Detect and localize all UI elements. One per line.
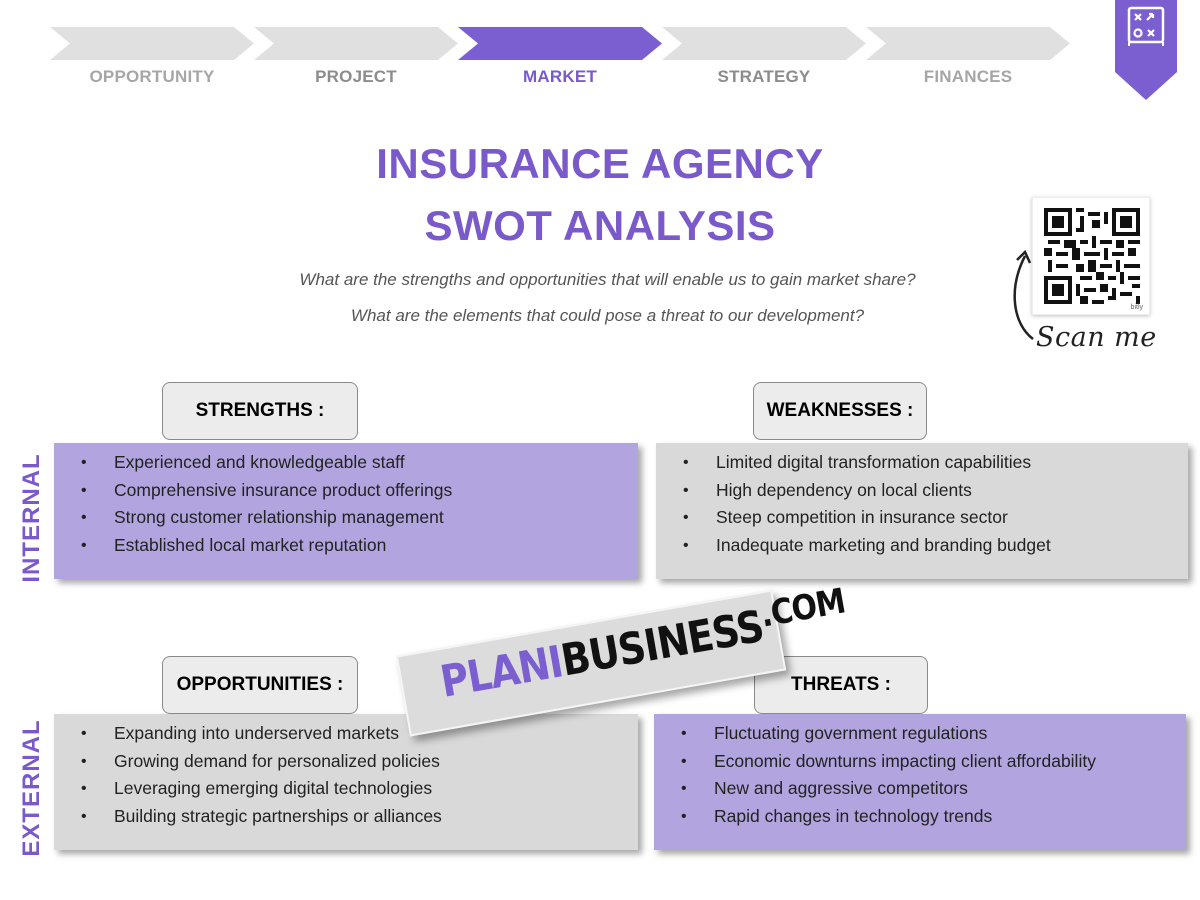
logo-part-business: BUSINESS: [557, 600, 768, 686]
qr-code[interactable]: bitly: [1032, 197, 1150, 315]
scan-me-label: Scan me: [1036, 322, 1157, 353]
step-chevron: [662, 27, 866, 60]
plan-board-icon: [1127, 6, 1165, 46]
list-item: Inadequate marketing and branding budget: [656, 532, 1188, 560]
external-label: EXTERNAL: [18, 719, 45, 857]
weaknesses-header: WEAKNESSES :: [753, 382, 927, 440]
page-title-line2: SWOT ANALYSIS: [424, 202, 776, 249]
list-item: Growing demand for personalized policies: [54, 748, 638, 776]
step-navigation: OPPORTUNITY PROJECT MARKET STRATEGY FINA…: [50, 27, 1070, 97]
logo-part-com: .COM: [757, 581, 848, 636]
threats-box: Fluctuating government regulations Econo…: [654, 714, 1186, 850]
logo-part-plani: PLANI: [436, 636, 567, 708]
qr-tag: bitly: [1130, 304, 1143, 311]
step-label: FINANCES: [923, 67, 1013, 86]
threats-list: Fluctuating government regulations Econo…: [654, 720, 1186, 830]
curved-arrow-icon: [1013, 249, 1034, 340]
step-project[interactable]: PROJECT: [254, 27, 458, 97]
strengths-header: STRENGTHS :: [162, 382, 358, 440]
list-item: Rapid changes in technology trends: [654, 803, 1186, 831]
step-market[interactable]: MARKET: [458, 27, 662, 97]
list-item: Expanding into underserved markets: [54, 720, 638, 748]
list-item: Fluctuating government regulations: [654, 720, 1186, 748]
strengths-list: Experienced and knowledgeable staff Comp…: [54, 449, 638, 559]
internal-label: INTERNAL: [18, 453, 45, 583]
list-item: Building strategic partnerships or allia…: [54, 803, 638, 831]
list-item: Economic downturns impacting client affo…: [654, 748, 1186, 776]
step-chevron: [254, 27, 458, 60]
opportunities-list: Expanding into underserved markets Growi…: [54, 720, 638, 830]
step-label: PROJECT: [315, 67, 397, 86]
list-item: Limited digital transformation capabilit…: [656, 449, 1188, 477]
step-finances[interactable]: FINANCES: [866, 27, 1070, 97]
step-label: STRATEGY: [717, 67, 811, 86]
opportunities-box: Expanding into underserved markets Growi…: [54, 714, 638, 850]
step-chevron-active: [458, 27, 662, 60]
weaknesses-box: Limited digital transformation capabilit…: [656, 443, 1188, 579]
list-item: Steep competition in insurance sector: [656, 504, 1188, 532]
bookmark-badge[interactable]: [1115, 0, 1177, 100]
opportunities-header: OPPORTUNITIES :: [162, 656, 358, 714]
list-item: Established local market reputation: [54, 532, 638, 560]
step-label: OPPORTUNITY: [89, 67, 215, 86]
list-item: Experienced and knowledgeable staff: [54, 449, 638, 477]
qr-code-icon: [1044, 208, 1140, 304]
step-chevron: [50, 27, 254, 60]
list-item: Leveraging emerging digital technologies: [54, 775, 638, 803]
step-chevron: [866, 27, 1070, 60]
guiding-question-2: What are the elements that could pose a …: [350, 306, 865, 325]
strengths-box: Experienced and knowledgeable staff Comp…: [54, 443, 638, 579]
list-item: New and aggressive competitors: [654, 775, 1186, 803]
weaknesses-list: Limited digital transformation capabilit…: [656, 449, 1188, 559]
step-label: MARKET: [523, 67, 597, 86]
guiding-question-1: What are the strengths and opportunities…: [299, 270, 916, 289]
step-opportunity[interactable]: OPPORTUNITY: [50, 27, 254, 97]
list-item: Comprehensive insurance product offering…: [54, 477, 638, 505]
list-item: High dependency on local clients: [656, 477, 1188, 505]
page-title-line1: INSURANCE AGENCY: [376, 140, 824, 187]
list-item: Strong customer relationship management: [54, 504, 638, 532]
step-strategy[interactable]: STRATEGY: [662, 27, 866, 97]
